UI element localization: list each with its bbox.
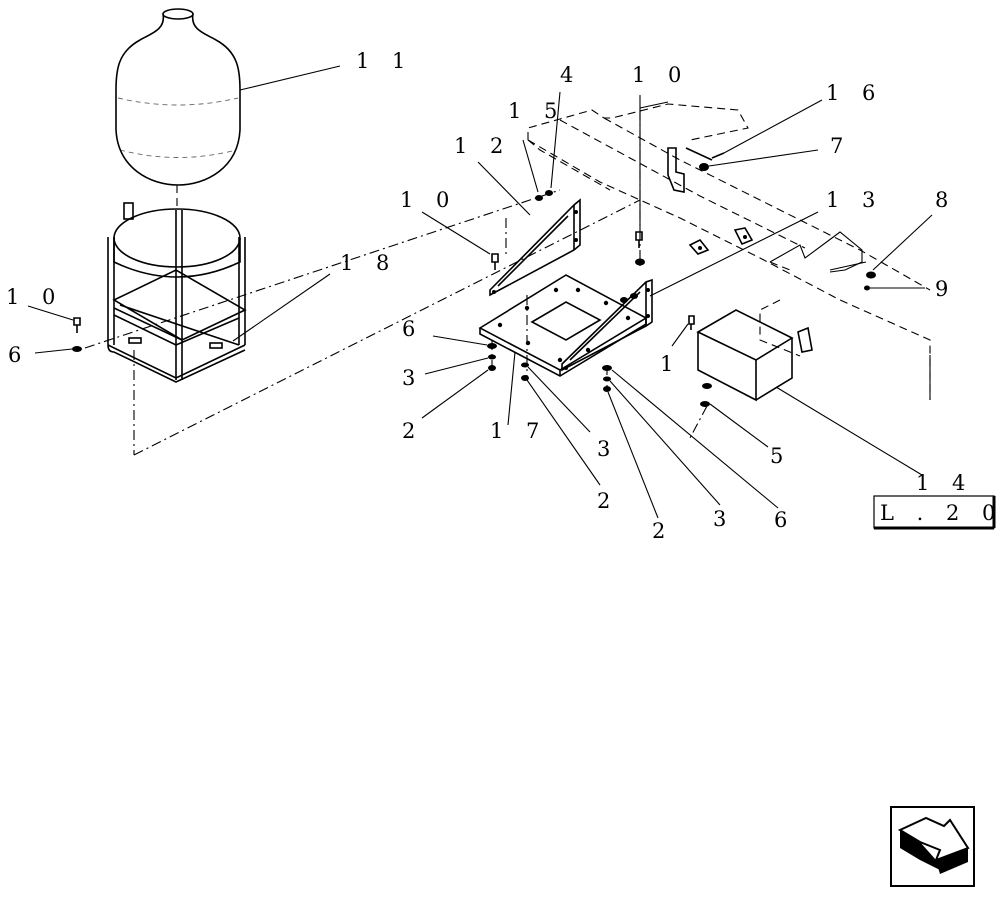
callout-17: 1 7 bbox=[490, 419, 547, 443]
callout-13: 1 3 bbox=[826, 188, 883, 212]
frame-phantom bbox=[527, 101, 931, 400]
callout-15: 1 5 bbox=[508, 99, 565, 123]
callout-6-right: 6 bbox=[774, 508, 795, 532]
callout-10-mid: 1 0 bbox=[400, 188, 457, 212]
callout-3-c: 3 bbox=[713, 507, 734, 531]
callout-6-left: 6 bbox=[8, 343, 29, 367]
tank-stand-drawing bbox=[107, 202, 247, 455]
callout-5: 5 bbox=[770, 444, 791, 468]
callout-1: 1 bbox=[660, 352, 681, 376]
callout-6-mid: 6 bbox=[402, 317, 423, 341]
leader-lines bbox=[27, 65, 933, 519]
callout-12: 1 2 bbox=[454, 134, 511, 158]
mounting-plate-drawing bbox=[478, 274, 648, 377]
left-bracket-drawing bbox=[489, 198, 581, 297]
callout-11: 1 1 bbox=[356, 49, 413, 73]
right-bracket-drawing bbox=[561, 278, 653, 372]
callout-10-left: 1 0 bbox=[6, 285, 63, 309]
reference-label: L . 2 0 . bbox=[880, 501, 1000, 525]
callout-2-c: 2 bbox=[652, 519, 673, 543]
callout-labels: 1 1 4 1 0 1 6 1 5 1 2 7 1 0 1 3 8 1 8 9 … bbox=[6, 49, 973, 543]
callout-2-a: 2 bbox=[402, 419, 423, 443]
callout-2-b: 2 bbox=[597, 489, 618, 513]
callout-16: 1 6 bbox=[826, 81, 883, 105]
reference-box[interactable]: L . 2 0 . bbox=[873, 495, 1000, 530]
callout-3-a: 3 bbox=[402, 366, 423, 390]
callout-3-b: 3 bbox=[597, 437, 618, 461]
callout-9: 9 bbox=[935, 277, 956, 301]
next-page-button[interactable] bbox=[890, 806, 975, 887]
callout-7: 7 bbox=[830, 134, 851, 158]
assembly-centerlines bbox=[84, 110, 708, 456]
next-page-arrow-icon bbox=[897, 816, 970, 874]
tank-drawing bbox=[115, 8, 241, 206]
callout-4: 4 bbox=[560, 63, 581, 87]
battery-box-drawing bbox=[696, 309, 794, 402]
callout-8: 8 bbox=[935, 188, 956, 212]
callout-14: 1 4 bbox=[916, 471, 973, 495]
callout-18: 1 8 bbox=[340, 251, 397, 275]
hardware-parts bbox=[72, 152, 876, 407]
callout-10-top: 1 0 bbox=[632, 63, 689, 87]
